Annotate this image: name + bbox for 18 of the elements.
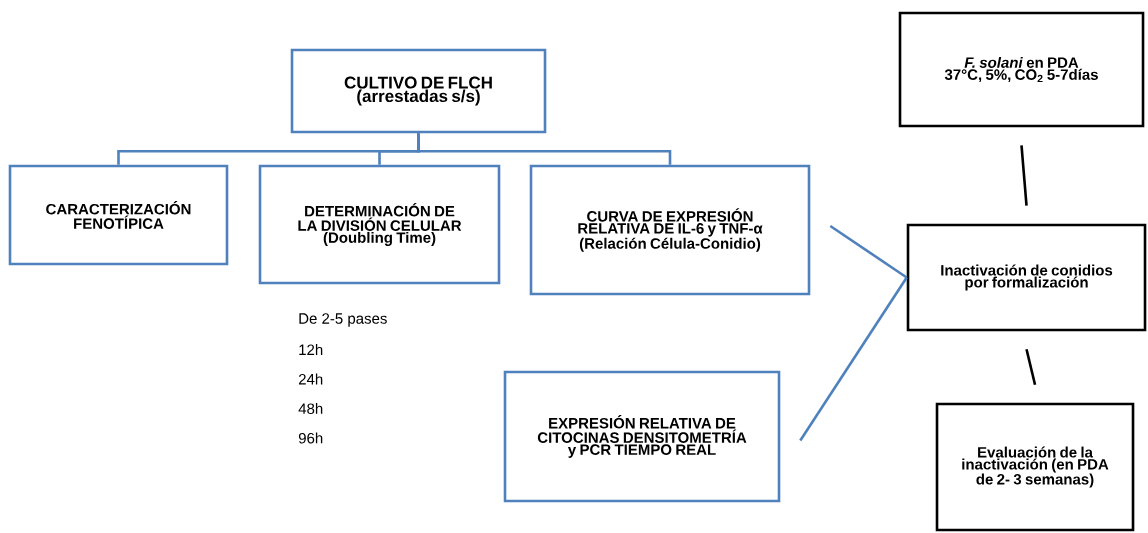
process-box: CURVA DE EXPRESIÓN RELATIVA DE IL-6 y TNF-α (Relación Célula-Conidio): [529, 164, 811, 296]
connector-line: [829, 224, 908, 279]
connector-line: [417, 133, 672, 165]
note-text: 12h: [299, 344, 323, 355]
note-text: 96h: [298, 432, 323, 444]
connector-line: [1025, 349, 1037, 385]
process-box: EXPRESIÓN RELATIVA DE CITOCINAS DENSITOMETRÍA y PCR TIEMPO REAL: [503, 370, 781, 503]
process-box: DETERMINACIÓN DE LA DIVISIÓN CELULAR (Doubling Time): [258, 164, 501, 285]
process-box: Inactivación de conidios por formalización: [906, 223, 1147, 332]
note-text: 48h: [298, 403, 323, 414]
process-box: CULTIVO DE FLCH (arrestadas s/s): [290, 48, 547, 134]
process-box: Evaluación de la inactivación (en PDA de 2- 3 semanas): [935, 402, 1135, 532]
note-text: 24h: [298, 373, 323, 385]
connector-line: [799, 276, 908, 442]
process-box: F. solani en PDA 37°C, 5%, CO$_{2}$ 5-7días: [898, 11, 1145, 128]
connector-line: [1020, 145, 1028, 206]
process-box: CARACTERIZACIÓN FENOTÍPICA: [8, 164, 229, 266]
note-text: De 2-5 pases: [299, 313, 387, 327]
